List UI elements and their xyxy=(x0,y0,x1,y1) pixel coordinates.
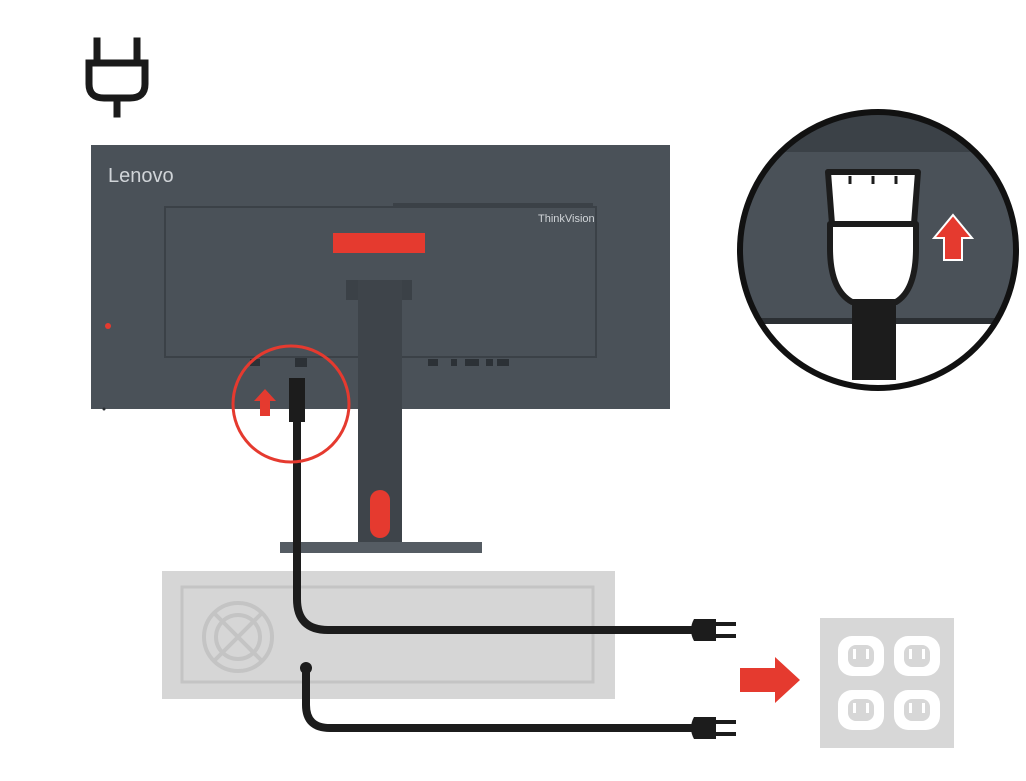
monitor-power-cable xyxy=(293,385,700,634)
dp-port xyxy=(465,359,479,366)
kensington-port xyxy=(250,359,260,366)
audio-port xyxy=(486,359,493,366)
power-plug-icon xyxy=(85,37,149,118)
highlight-circle xyxy=(231,344,351,464)
power-led xyxy=(105,323,111,329)
stand-base xyxy=(280,542,482,553)
outlet-plate xyxy=(820,618,954,748)
monitor-stand xyxy=(280,280,482,553)
panel-ridge xyxy=(393,203,593,206)
stand-release-button xyxy=(333,233,425,253)
inset-cable xyxy=(852,300,896,380)
pc-case xyxy=(162,571,615,699)
pc-power-cable xyxy=(302,668,700,732)
hdmi-port xyxy=(428,359,438,366)
arrow-right-icon xyxy=(740,657,800,703)
inset-border xyxy=(737,109,1019,391)
inset-plug-body xyxy=(827,221,919,305)
usb-port xyxy=(451,359,457,366)
port-row xyxy=(250,358,509,367)
wall-outlet-icon xyxy=(820,618,954,748)
cable-clip xyxy=(370,490,390,538)
thinkvision-logo: ThinkVision xyxy=(538,213,595,225)
monitor-cable-plug xyxy=(691,619,736,641)
panel-screw xyxy=(102,407,106,411)
arrow-up-icon xyxy=(254,389,276,416)
pc-cable-plug xyxy=(691,717,736,739)
fan-grille-icon xyxy=(202,601,274,673)
pc-case-body xyxy=(162,571,615,699)
zoom-inset xyxy=(737,109,1019,391)
usb-c-port xyxy=(497,359,509,366)
power-port xyxy=(295,358,307,367)
pc-case-panel xyxy=(180,585,595,684)
monitor-cable-connector xyxy=(289,378,305,422)
lenovo-logo: Lenovo xyxy=(108,165,174,187)
arrow-up-icon xyxy=(931,213,975,261)
